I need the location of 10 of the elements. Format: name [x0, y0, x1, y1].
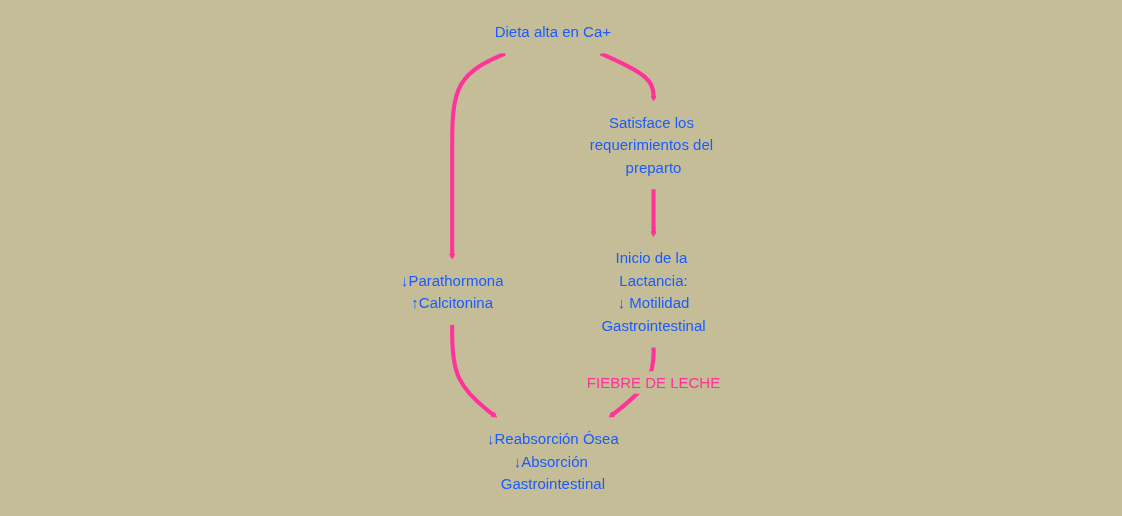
arrow: [599, 51, 657, 102]
edge-label: FIEBRE DE LECHE: [586, 373, 720, 391]
node-text: ↓Reabsorción Ósea ↓Absorción Gastrointestinal: [486, 430, 619, 493]
arrow: [650, 189, 657, 238]
node-text: ↓Parathormona ↑Calcitonina: [400, 272, 504, 312]
arrow: [448, 51, 506, 260]
node-text: Dieta alta en Ca+: [494, 23, 611, 41]
node-text: Inicio de la Lactancia: ↓ Motilidad Gastrointestinal: [601, 249, 706, 335]
arrow: [449, 324, 497, 418]
node-text: Satisface los requerimientos del preparto: [589, 114, 713, 177]
